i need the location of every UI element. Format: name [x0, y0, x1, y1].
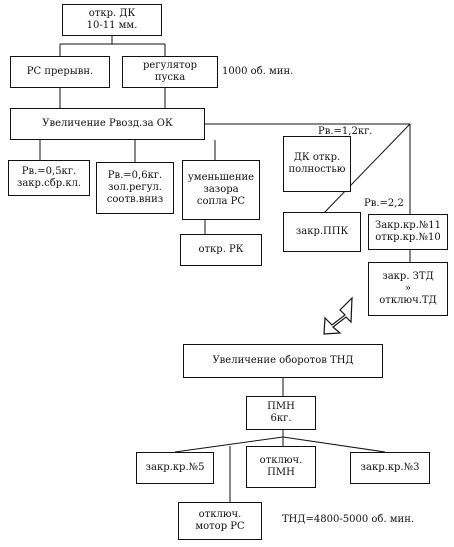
- node-start-regulator: регулятор пуска: [122, 56, 218, 88]
- node-dk-open-full: ДК откр. полностью: [283, 136, 351, 192]
- node-nozzle-gap: уменьшение зазора сопла РС: [182, 160, 260, 220]
- node-pmn-off: отключ. ПМН: [246, 446, 316, 488]
- node-pv06: Рв.=0,6кг. зол.регул. соотв.вниз: [96, 162, 174, 214]
- node-ztd-off: закр. ЗТД » отключ.ТД: [368, 262, 448, 316]
- node-motor-rs-off: отключ. мотор РС: [178, 502, 262, 540]
- node-pv05: Рв.=0,5кг. закр.сбр.кл.: [8, 160, 90, 196]
- label-tnd-rpm: ТНД=4800-5000 об. мин.: [282, 514, 415, 525]
- label-pv12: Рв.=1,2кг.: [318, 126, 373, 137]
- node-close-valve3: закр.кр.№3: [350, 452, 430, 484]
- label-rpm-1000: 1000 об. мин.: [222, 66, 294, 77]
- node-increase-tnd: Увеличение оборотов ТНД: [183, 344, 383, 378]
- node-close-ppk: закр.ППК: [283, 212, 361, 252]
- node-open-rk: откр. РК: [180, 234, 262, 266]
- label-pv22: Рв.=2,2: [364, 198, 404, 209]
- node-open-dk: откр. ДК 10-11 мм.: [62, 4, 162, 36]
- node-valves-11-10: Закр.кр.№11 откр.кр.№10: [368, 214, 448, 250]
- node-close-valve5: закр.кр.№5: [136, 452, 214, 484]
- node-increase-pvozd: Увеличение Рвозд.за ОК: [10, 108, 205, 140]
- node-pmn: ПМН 6кг.: [246, 396, 316, 430]
- node-rs-stop: РС прерывн.: [10, 56, 110, 88]
